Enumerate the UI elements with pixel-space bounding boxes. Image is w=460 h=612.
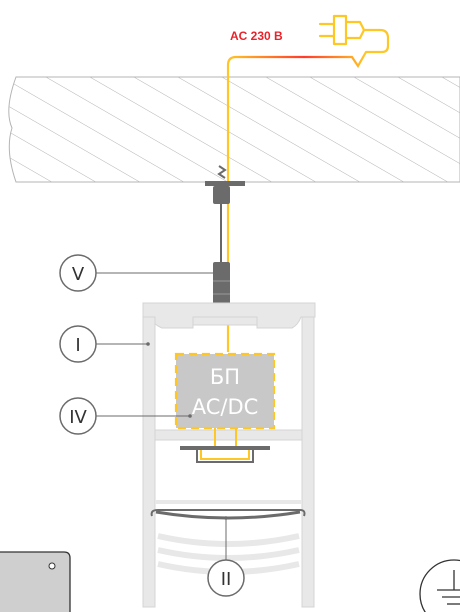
psu-label-line2: AC/DC: [192, 395, 259, 419]
ceiling-slab: [8, 76, 460, 183]
callout-i: I: [59, 325, 150, 363]
voltage-label: AC 230 В: [230, 29, 283, 43]
callout-v-label: V: [72, 264, 85, 285]
psu-label-line1: БП: [210, 365, 240, 389]
ceiling-anchor: [205, 165, 245, 204]
callout-ii-label: II: [221, 569, 232, 590]
aluminium-profile: [142, 302, 316, 608]
led-module: [150, 509, 306, 520]
led-strip-bracket: [180, 446, 270, 463]
junction-box: [0, 551, 71, 612]
callout-iv-label: IV: [69, 407, 87, 428]
callout-i-label: I: [75, 335, 80, 356]
callout-ii: II: [207, 516, 245, 597]
callout-v: V: [59, 254, 223, 292]
ground-icon: [419, 559, 460, 612]
psu-box: БП AC/DC: [174, 352, 276, 430]
power-cable: [226, 51, 367, 352]
psu-output-wires: [214, 428, 237, 446]
callout-iv: IV: [59, 397, 192, 435]
plug-icon: [318, 14, 390, 54]
